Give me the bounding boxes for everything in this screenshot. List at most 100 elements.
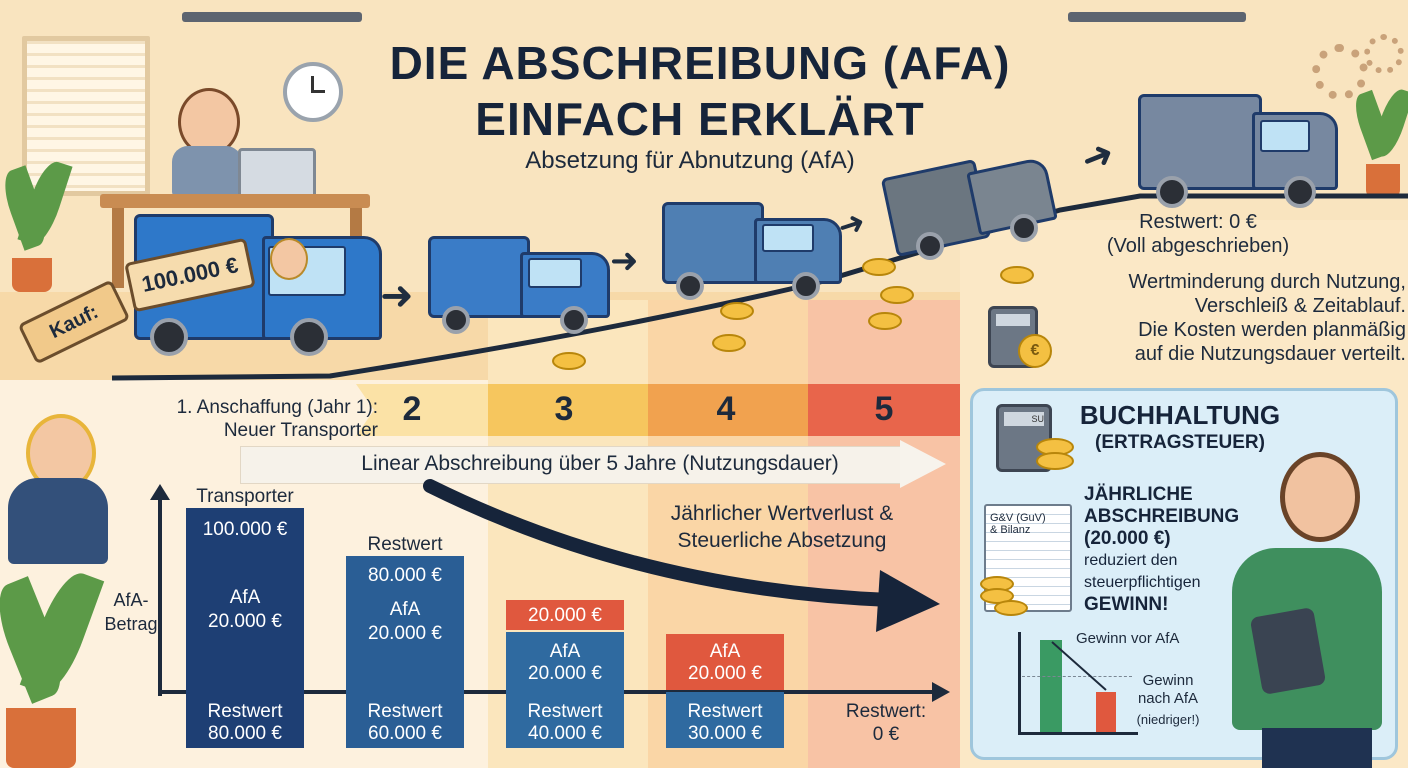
truck-wheel [560,306,588,334]
wertminderung-line: Wertminderung durch Nutzung, [1128,271,1406,293]
bar-2-rest-value: 60.000 € [368,723,442,744]
euro-coin-icon: € [1018,334,1052,368]
truck-wheel [916,232,944,260]
jaehrlich-line2: ABSCHREIBUNG [1084,506,1240,527]
page-title-line2: EINFACH ERKLÄRT [475,93,925,145]
bar-4 [666,692,784,748]
linear-band-arrowhead [900,440,946,488]
gewinn-nach-label: Gewinn nach AfA [1118,672,1218,708]
arrow-right-icon: ➜ [610,242,639,280]
coin-icon [712,334,746,352]
chart-y-axis-arrowhead [150,484,170,500]
truck-wheel [676,272,704,300]
page-subtitle: Absetzung für Abnutzung (AfA) [525,147,855,174]
step-band-2 [356,384,488,436]
coin-icon [994,600,1028,616]
bar-2-head: Restwert [367,534,443,555]
ceiling-lamp-right [1068,12,1246,22]
gewinn-nach-line1: Gewinn [1142,672,1194,689]
linear-band [240,446,904,484]
bar-1-afa-value: 20.000 € [208,611,282,632]
jaehrlich-line4: reduziert den [1084,552,1178,569]
bar-4-afa-value: 20.000 € [688,663,762,684]
y-axis-label: AfA- Betrag [100,588,162,636]
mini-chart-x-axis [1018,732,1138,735]
chart-x-axis-arrowhead [932,682,950,702]
bar-2-afa-label: AfA [389,599,421,620]
window-blinds [22,36,150,196]
coin-icon [1036,452,1074,470]
truck-wheel [290,318,328,356]
truck-wheel [442,306,470,334]
mini-chart-dashed-line [1022,676,1132,677]
accountant-avatar [1280,452,1360,542]
coin-icon [1000,266,1034,284]
wertminderung-line: auf die Nutzungsdauer verteilt. [1134,343,1406,365]
restwert-zero-label: Restwert: 0 € [1139,211,1257,233]
coin-icon [868,312,902,330]
gewinn-niedriger-label: (niedriger!) [1136,712,1200,727]
bar-4-rest-value: 30.000 € [688,723,762,744]
bar-1-rest-label: Restwert [207,701,283,722]
mini-chart-trend-line [1051,641,1107,691]
presenter-body [8,478,108,564]
bar-2-afa-value: 20.000 € [368,623,442,644]
wertverlust-line2: Steuerliche Absetzung [677,529,887,552]
bar-4-rest-label: Restwert [687,701,763,722]
year-label-3: 3 [554,390,574,428]
coin-icon [552,352,586,370]
jaehrlich-line6: GEWINN! [1084,594,1169,615]
desk [100,194,370,208]
truck-wheel [1284,176,1316,208]
desk-leg [112,208,124,288]
panel-title: BUCHHALTUNG [1079,400,1281,430]
year-label-2: 2 [402,390,422,428]
anschaffung-line1: 1. Anschaffung (Jahr 1): [176,397,378,418]
jaehrlich-line3: (20.000 €) [1084,528,1171,549]
gear-icon [1312,44,1368,100]
truck-wheel [1010,214,1038,242]
plant-pot-right [1366,164,1400,198]
bar-1-head: Transporter [196,486,294,507]
bar-1-rest-value: 80.000 € [208,723,282,744]
anschaffung-label: 1. Anschaffung (Jahr 1): Neuer Transport… [100,396,378,442]
guv-document-label: G&V (GuV) & Bilanz [990,512,1070,536]
bar-3-afa-label: AfA [549,641,581,662]
restwert-end-label: Restwert: 0 € [832,700,940,746]
office-worker-body [172,146,242,196]
bar-3-afa-value: 20.000 € [528,663,602,684]
truck-year5-cargo [1138,94,1262,190]
gewinn-nach-line2: nach AfA [1137,690,1199,707]
accountant-legs [1262,728,1372,768]
chart-y-axis [158,498,162,696]
wertminderung-text: Wertminderung durch Nutzung, Verschleiß … [1030,270,1406,366]
calculator-screen: SU [1004,412,1044,426]
wertverlust-line1: Jährlicher Wertverlust & [670,502,894,525]
voll-abgeschrieben-label: (Voll abgeschrieben) [1106,235,1290,257]
wertverlust-label: Jährlicher Wertverlust & Steuerliche Abs… [612,500,952,554]
truck-year2-cargo [428,236,530,318]
truck-year3-cargo [662,202,764,284]
bar-3-afa-block [506,600,624,630]
bar-3-rest-label: Restwert [527,701,603,722]
bar-3 [506,632,624,748]
bar-4-afa-label: AfA [709,641,741,662]
guv-line2: & Bilanz [990,524,1031,536]
bar-2 [346,556,464,748]
wertminderung-line: Die Kosten werden planmäßig [1138,319,1406,341]
jaehrlich-line5: steuerpflichtigen [1084,574,1201,591]
step-band-4 [648,384,808,436]
y-axis-label-line2: Betrag [104,614,158,634]
bar-2-top-value: 80.000 € [368,565,442,586]
driver-avatar [270,238,308,280]
wertminderung-line: Verschleiß & Zeitablauf. [1194,295,1406,317]
panel-subtitle: (ERTRAGSTEUER) [1095,432,1265,453]
bar-4-afa-block [666,634,784,690]
restwert-end-title: Restwert: [845,701,927,722]
anschaffung-line2: Neuer Transporter [223,420,378,441]
linear-abschreibung-label: Linear Abschreibung über 5 Jahre (Nutzun… [361,452,839,475]
truck-wheel [792,272,820,300]
guv-line1: G&V (GuV) [990,512,1046,524]
gear-icon [1364,34,1404,74]
gewinn-nach-bar [1096,692,1116,732]
